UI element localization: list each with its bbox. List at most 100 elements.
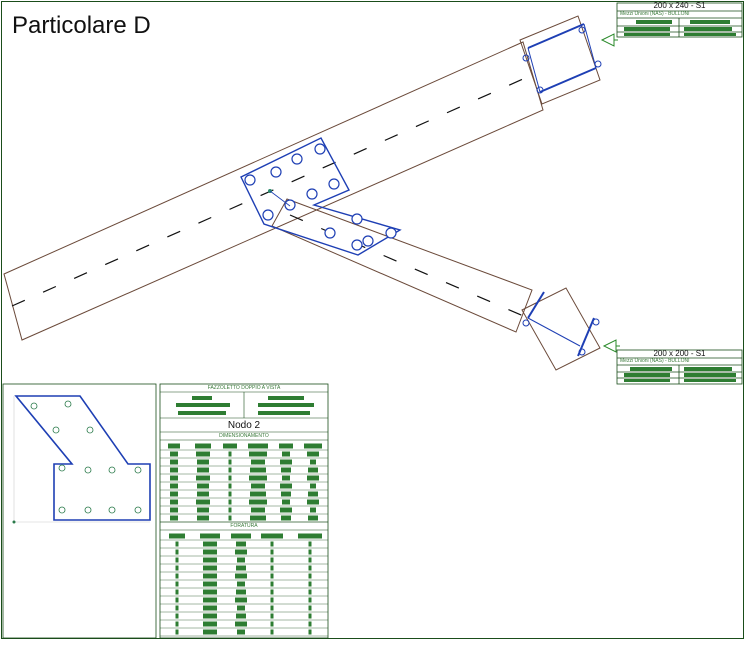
main-beam-axis	[11, 74, 533, 307]
table-cell	[282, 475, 290, 481]
table-cell	[310, 483, 316, 489]
table-cell	[308, 549, 312, 555]
table-cell	[235, 573, 247, 579]
table-cell	[236, 541, 246, 547]
table-cell	[235, 621, 247, 627]
table-cell	[175, 565, 179, 571]
table-cell	[197, 467, 209, 473]
table-cell	[308, 491, 318, 497]
weld-symbol-lower	[602, 339, 617, 353]
table-cell	[196, 499, 210, 505]
table-cell	[175, 541, 179, 547]
table-cell	[203, 597, 217, 603]
table-cell	[175, 629, 179, 635]
table-cell	[308, 541, 312, 547]
table-cell	[280, 459, 292, 465]
table-cell	[203, 565, 217, 571]
table-cell	[203, 613, 217, 619]
table-cell	[249, 499, 267, 505]
table-cell	[308, 557, 312, 563]
dimensioning-grid	[160, 443, 328, 523]
table-cell	[304, 443, 322, 449]
section-table-2	[616, 349, 743, 385]
table-cell	[270, 573, 274, 579]
table-cell	[175, 613, 179, 619]
table-cell	[307, 499, 319, 505]
table-cell	[261, 533, 283, 539]
table-cell	[175, 549, 179, 555]
table-cell	[236, 589, 246, 595]
table-cell	[203, 557, 217, 563]
table-cell	[307, 475, 319, 481]
table-cell	[308, 573, 312, 579]
plate-outline	[14, 395, 151, 521]
table-cell	[197, 459, 209, 465]
table-cell	[195, 443, 211, 449]
table-cell	[270, 597, 274, 603]
table-cell	[249, 475, 267, 481]
table-cell	[175, 589, 179, 595]
section-subtitle-2: Mezzi Unioni (NAS) - BULLONI	[620, 358, 690, 364]
section-subtitle-1: Mezzi Unioni (NAS) - BULLONI	[620, 11, 690, 17]
table-cell	[251, 483, 265, 489]
plate-bolts	[244, 143, 397, 251]
table-cell	[270, 613, 274, 619]
table-cell	[282, 451, 290, 457]
table-cell	[310, 459, 316, 465]
table-cell	[228, 451, 232, 457]
table-cell	[250, 491, 266, 497]
table-cell	[228, 475, 232, 481]
table-cell	[197, 515, 209, 521]
table-cell	[228, 459, 232, 465]
table-cell	[175, 621, 179, 627]
section-profile-1: 200 x 240 - S1	[653, 1, 706, 10]
table-cell	[170, 483, 178, 489]
table-cell	[228, 507, 232, 513]
table-cell	[308, 629, 312, 635]
table-cell	[228, 499, 232, 505]
table-cell	[170, 515, 178, 521]
table-cell	[170, 491, 178, 497]
table-cell	[203, 573, 217, 579]
table-cell	[281, 515, 291, 521]
table-cell	[310, 507, 316, 513]
drilling-grid	[160, 533, 328, 637]
table-cell	[228, 515, 232, 521]
table-cell	[249, 451, 267, 457]
table-cell	[197, 491, 209, 497]
table-cell	[175, 573, 179, 579]
table-cell	[203, 549, 217, 555]
table-cell	[270, 565, 274, 571]
table-cell	[203, 621, 217, 627]
table-cell	[237, 629, 245, 635]
table-cell	[203, 629, 217, 635]
table-cell	[281, 491, 291, 497]
table-cell	[203, 605, 217, 611]
table-cell	[248, 443, 268, 449]
secondary-beam	[271, 198, 533, 333]
section-table-1	[616, 2, 743, 38]
table-cell	[307, 451, 319, 457]
table-cell	[235, 549, 247, 555]
table-cell	[196, 475, 210, 481]
table-cell	[170, 499, 178, 505]
upper-end-connection	[519, 15, 618, 105]
table-cell	[223, 443, 237, 449]
table-cell	[175, 597, 179, 603]
table-cell	[169, 533, 185, 539]
lower-end-connection	[521, 287, 620, 371]
table-cell	[168, 443, 180, 449]
node-table	[159, 383, 329, 639]
table-cell	[270, 589, 274, 595]
table-cell	[282, 499, 290, 505]
table-cell	[231, 533, 251, 539]
table-cell	[203, 541, 217, 547]
table-cell	[279, 443, 293, 449]
table-cell	[280, 507, 292, 513]
table-cell	[235, 597, 247, 603]
table-cell	[281, 467, 291, 473]
table-cell	[270, 581, 274, 587]
node-table-header: FAZZOLETTO DOPPIO A VISTA	[207, 385, 281, 391]
